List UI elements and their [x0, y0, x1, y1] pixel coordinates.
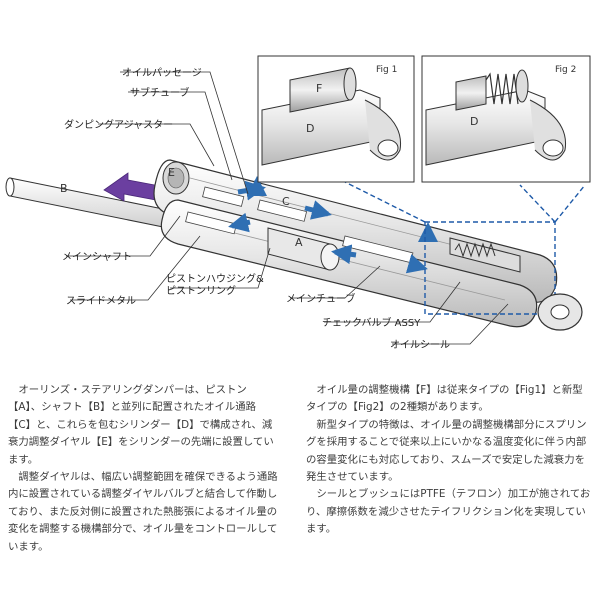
damping-adjuster-knob: [162, 161, 190, 195]
shaft-direction-arrow: [103, 172, 161, 202]
label-main-tube: メインチューブ: [286, 292, 355, 305]
label-sub-tube: サブチューブ: [130, 86, 189, 99]
fig1-letter-f: F: [316, 82, 322, 95]
letter-e: E: [168, 166, 175, 179]
label-slide-metal: スライドメタル: [66, 295, 136, 307]
label-damping-adjuster: ダンピングアジャスター: [64, 118, 173, 131]
description-left: オーリンズ・ステアリングダンパーは、ピストン【A】、シャフト【B】と並列に配置さ…: [8, 382, 278, 556]
letter-a: A: [295, 236, 303, 249]
letter-b: B: [60, 182, 68, 195]
label-oil-seal: オイルシール: [390, 339, 450, 351]
description-right: オイル量の調整機構【F】は従来タイプの【Fig1】と新型タイプの【Fig2】の2…: [306, 382, 592, 539]
label-piston-housing-2: ピストンリング: [166, 284, 236, 297]
oil-flow-arrows: [228, 176, 438, 274]
paragraph: 調整ダイヤルは、幅広い調整範囲を確保できるよう通路内に設置されている調整ダイヤル…: [8, 471, 278, 553]
check-valve-assy: [424, 221, 583, 331]
label-check-valve: チェックバルブ ASSY: [322, 316, 421, 329]
label-main-shaft: メインシャフト: [62, 252, 132, 263]
main-shaft: [5, 177, 169, 229]
fig-connectors: [344, 181, 586, 223]
damper-diagram: B E A C: [5, 55, 591, 351]
label-oil-passage: オイルパッセージ: [122, 67, 202, 79]
paragraph: シールとブッシュにはPTFE（テフロン）加工が施されており、摩擦係数を減少させた…: [306, 488, 591, 536]
fig1-box: [257, 55, 415, 183]
fig2-box: [421, 55, 591, 183]
paragraph: オイル量の調整機構【F】は従来タイプの【Fig1】と新型タイプの【Fig2】の2…: [306, 384, 583, 414]
paragraph: オーリンズ・ステアリングダンパーは、ピストン【A】、シャフト【B】と並列に配置さ…: [8, 384, 274, 466]
fig1-label: Fig 1: [376, 65, 397, 75]
oil-passage-slots: [185, 186, 414, 264]
label-piston-housing-1: ピストンハウジング&: [166, 272, 264, 285]
callout-lines: [66, 71, 509, 345]
fig2-label: Fig 2: [555, 65, 576, 75]
paragraph: 新型タイプの特徴は、オイル量の調整機構部分にスプリングを採用することで従来以上に…: [306, 418, 587, 484]
letter-c: C: [282, 195, 290, 208]
fig1-letter-d: D: [306, 122, 314, 135]
fig2-letter-d: D: [470, 115, 478, 128]
